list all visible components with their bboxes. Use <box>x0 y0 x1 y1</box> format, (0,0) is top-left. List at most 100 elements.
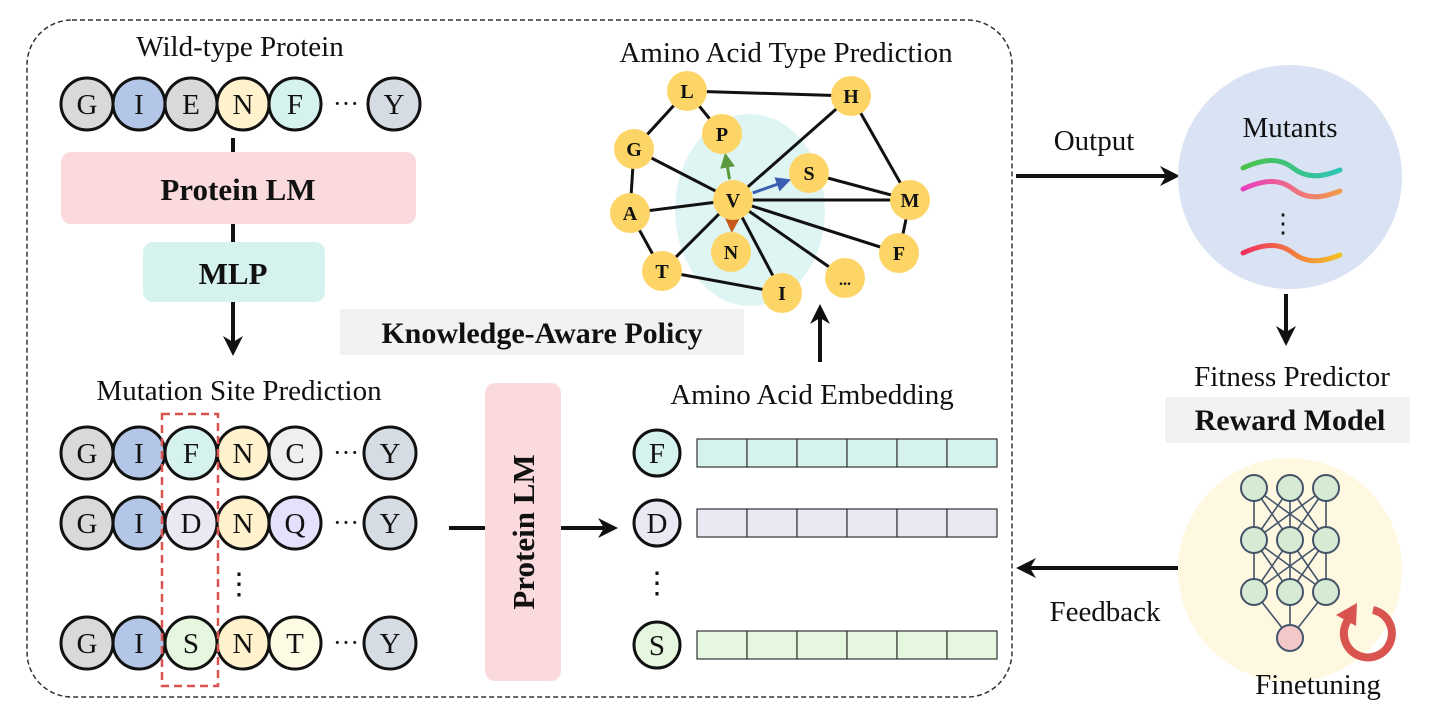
amino-acid-node-S[interactable]: S <box>789 153 829 193</box>
embedding-row: D <box>632 498 998 548</box>
nn-output-node <box>1276 624 1304 652</box>
node-circle <box>614 129 654 169</box>
protein-lm-middle-box[interactable] <box>485 383 561 681</box>
residue-letter: S <box>183 628 199 660</box>
nn-edge <box>1253 487 1327 541</box>
mutation-residue-last: Y <box>362 495 418 551</box>
residue-letter: N <box>233 508 254 540</box>
amino-acid-node-V[interactable]: V <box>713 180 753 220</box>
residue-circle <box>366 76 422 132</box>
residue-letter: G <box>77 508 98 540</box>
finetuning-label: Finetuning <box>1255 669 1381 701</box>
wild-type-residue: F <box>267 76 323 132</box>
embedding-cell <box>746 508 798 538</box>
amino-acid-node-T[interactable]: T <box>642 251 682 291</box>
mutation-residue-last: Y <box>362 615 418 671</box>
node-label: M <box>901 190 920 212</box>
node-label: A <box>623 203 638 225</box>
residue-circle <box>362 495 418 551</box>
mutation-residue: N <box>215 425 271 481</box>
node-circle <box>762 273 802 313</box>
residue-circle <box>267 495 323 551</box>
feedback-label: Feedback <box>1049 596 1161 628</box>
residue-circle <box>362 425 418 481</box>
nn-node <box>1312 526 1340 554</box>
node-circle <box>702 114 742 154</box>
amino-acid-node-etc[interactable]: ... <box>825 258 865 298</box>
residue-letter: D <box>181 508 202 540</box>
policy-label: Knowledge-Aware Policy <box>381 317 702 350</box>
residue-letter: N <box>233 438 254 470</box>
amino-acid-node-N[interactable]: N <box>711 232 751 272</box>
mutation-residue: I <box>111 615 167 671</box>
embedding-cell <box>696 630 748 660</box>
residue-letter: F <box>183 438 199 470</box>
graph-edge-T-I <box>661 269 783 295</box>
mutation-residue: G <box>59 425 115 481</box>
protein-lm-top-box[interactable] <box>61 152 416 224</box>
wild-type-residue: N <box>215 76 271 132</box>
nn-node <box>1312 474 1340 502</box>
mutation-residue: G <box>59 495 115 551</box>
node-circle <box>610 193 650 233</box>
nn-node <box>1312 578 1340 606</box>
embedding-cell <box>896 438 948 468</box>
embedding-cell <box>846 630 898 660</box>
node-circle <box>825 258 865 298</box>
embedding-cell <box>746 438 798 468</box>
protein-lm-top-label: Protein LM <box>160 172 315 207</box>
residue-letter: F <box>287 89 303 121</box>
amino-acid-node-M[interactable]: M <box>890 180 930 220</box>
mutants-circle[interactable] <box>1178 65 1402 289</box>
embedding-cell <box>946 508 998 538</box>
embedding-cell <box>696 508 748 538</box>
amino-acid-node-A[interactable]: A <box>610 193 650 233</box>
reward-model-label: Reward Model <box>1195 404 1386 437</box>
nn-node <box>1276 474 1304 502</box>
mutation-residue: S <box>163 615 219 671</box>
mutants-vdots: ⋮ <box>1270 209 1296 238</box>
embedding-vdots: ⋮ <box>642 567 672 600</box>
graph-arrows <box>720 152 792 234</box>
reward-model-label-bg <box>1165 397 1410 443</box>
wild-type-residue: I <box>111 76 167 132</box>
amino-acid-node-G[interactable]: G <box>614 129 654 169</box>
graph-edge-V-F <box>732 198 900 255</box>
residue-letter: Q <box>285 508 306 540</box>
residue-circle <box>267 615 323 671</box>
residue-circle <box>267 425 323 481</box>
policy-container <box>26 19 1013 698</box>
node-label: G <box>626 139 642 161</box>
mutant-curve-1 <box>1240 158 1343 179</box>
mutation-vdots: ⋮ <box>224 568 254 601</box>
mutation-residue: N <box>215 495 271 551</box>
amino-acid-node-F[interactable]: F <box>879 233 919 273</box>
residue-letter: I <box>134 438 144 470</box>
node-circle <box>642 251 682 291</box>
residue-letter: N <box>233 89 254 121</box>
node-label: H <box>843 86 859 108</box>
amino-acid-node-H[interactable]: H <box>831 76 871 116</box>
embedding-title: Amino Acid Embedding <box>670 379 954 411</box>
amino-acid-node-I[interactable]: I <box>762 273 802 313</box>
mutation-arrow-V-to-S <box>752 177 792 195</box>
mlp-box[interactable] <box>143 242 325 302</box>
wild-type-residue-last: Y <box>366 76 422 132</box>
amino-acid-node-P[interactable]: P <box>702 114 742 154</box>
nn-node <box>1240 474 1268 502</box>
node-circle <box>711 232 751 272</box>
nn-node <box>1276 526 1304 554</box>
wild-type-residue: E <box>163 76 219 132</box>
residue-letter: I <box>134 628 144 660</box>
nn-node <box>1240 578 1268 606</box>
node-label: N <box>724 242 739 264</box>
node-circle <box>879 233 919 273</box>
graph-edge-V-etc <box>732 198 846 280</box>
amino-acid-node-L[interactable]: L <box>667 71 707 111</box>
residue-circle <box>632 498 682 548</box>
mutation-arrow-V-to-P <box>720 152 735 180</box>
